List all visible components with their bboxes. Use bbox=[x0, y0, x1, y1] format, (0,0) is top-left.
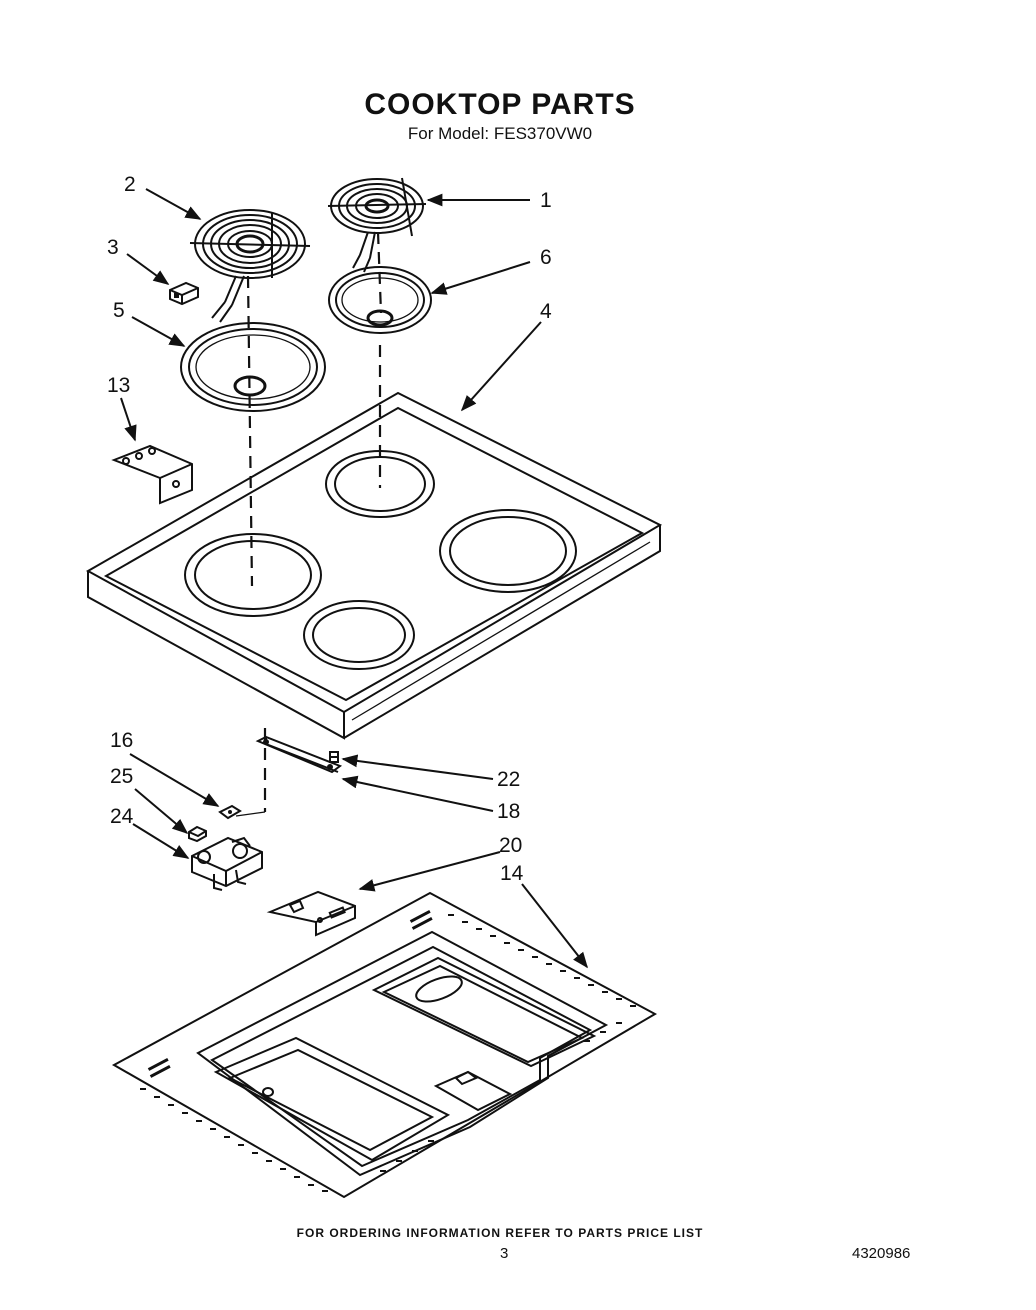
ordering-note: FOR ORDERING INFORMATION REFER TO PARTS … bbox=[296, 1226, 704, 1240]
callout-18: 18 bbox=[497, 800, 520, 823]
callout-13: 13 bbox=[107, 374, 130, 397]
terminal-block bbox=[169, 281, 199, 306]
page-title: COOKTOP PARTS bbox=[364, 88, 636, 121]
clip-16 bbox=[218, 804, 242, 820]
receptacle-24 bbox=[191, 836, 263, 891]
bracket-22 bbox=[266, 890, 356, 937]
callout-25: 25 bbox=[110, 765, 133, 788]
callout-6: 6 bbox=[540, 246, 552, 269]
callout-20: 22 bbox=[497, 768, 520, 791]
bracket-13 bbox=[111, 444, 193, 505]
callout-16: 16 bbox=[110, 729, 133, 752]
callout-2: 2 bbox=[124, 173, 136, 196]
document-number: 4320986 bbox=[852, 1245, 911, 1262]
callout-4: 4 bbox=[540, 300, 552, 323]
cooktop bbox=[85, 391, 663, 740]
assembly-lines bbox=[235, 231, 383, 817]
large-drip-bowl bbox=[180, 322, 326, 412]
callout-14: 14 bbox=[500, 862, 524, 885]
large-surface-element bbox=[189, 209, 311, 323]
leader-lines bbox=[120, 188, 588, 969]
connector-25 bbox=[188, 825, 207, 843]
callout-1: 1 bbox=[540, 189, 552, 212]
callout-24: 24 bbox=[110, 805, 134, 828]
model-subtitle: For Model: FES370VW0 bbox=[407, 124, 593, 143]
burner-box bbox=[111, 891, 658, 1199]
bar-and-screw bbox=[255, 735, 343, 774]
small-surface-element bbox=[327, 177, 427, 273]
callout-labels: 2 1 3 6 5 4 13 16 25 24 22 18 20 14 bbox=[107, 173, 552, 885]
page-number: 3 bbox=[500, 1245, 509, 1262]
callout-3: 3 bbox=[107, 236, 119, 259]
callout-5: 5 bbox=[113, 299, 125, 322]
callout-22: 20 bbox=[499, 834, 522, 857]
